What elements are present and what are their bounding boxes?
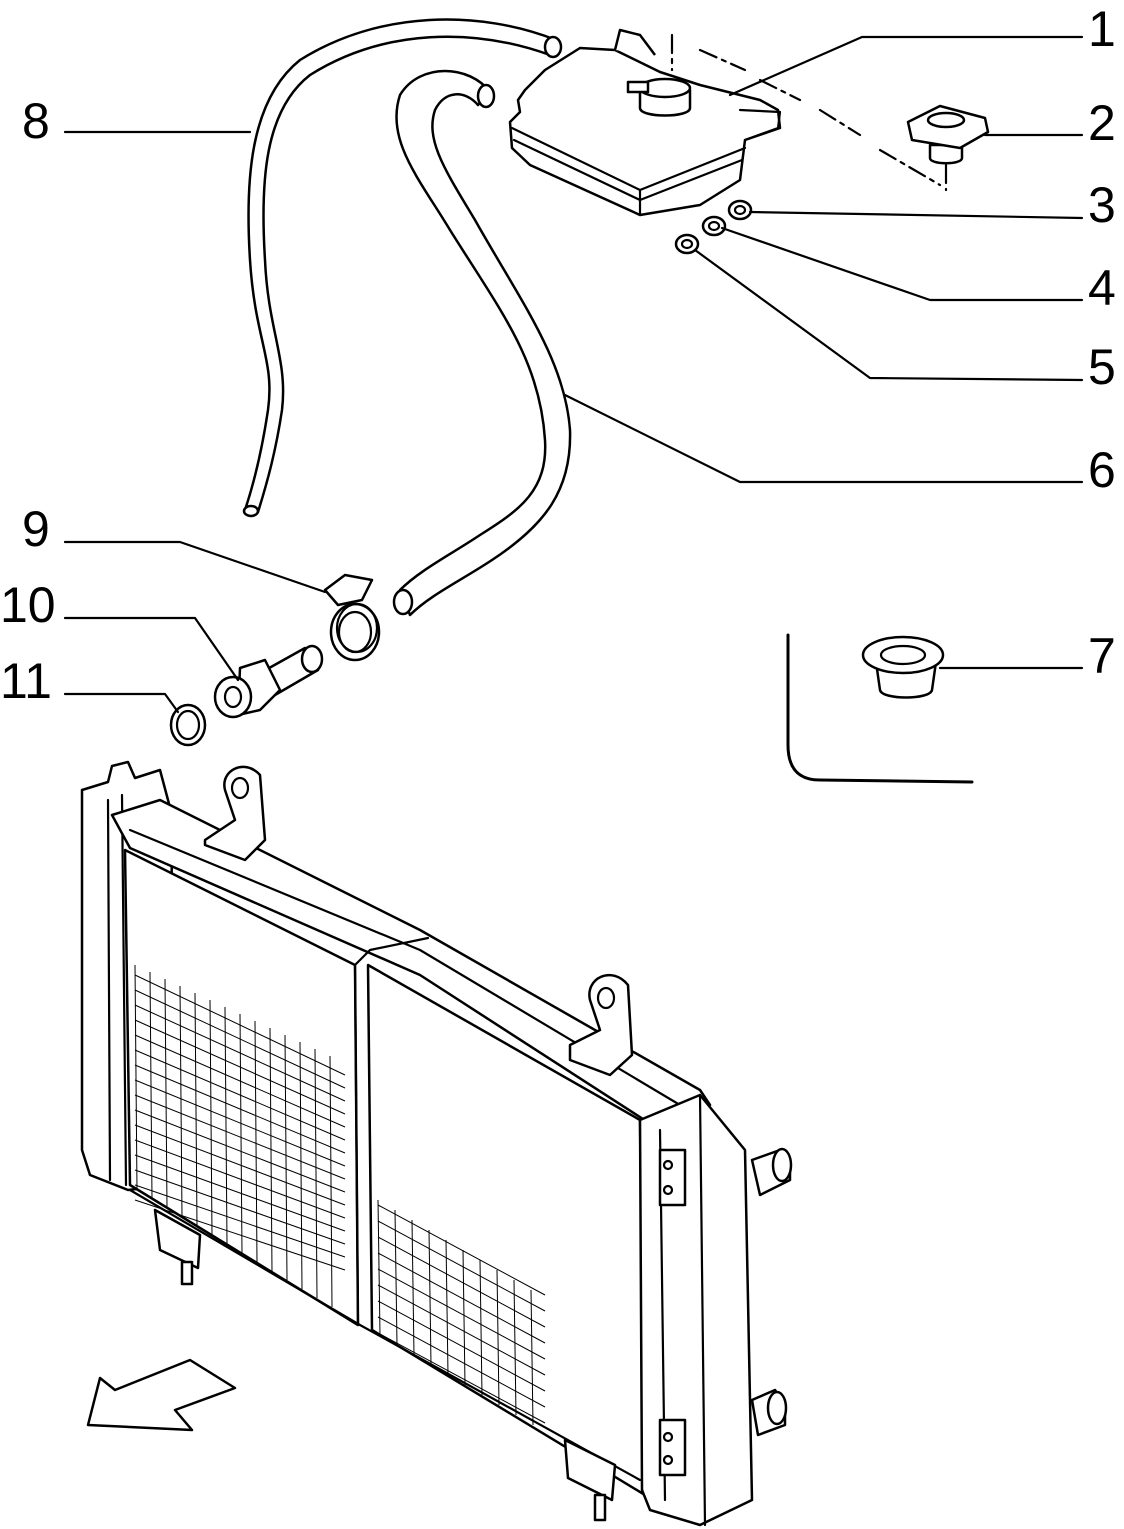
fin-line <box>377 1252 546 1344</box>
fin-line <box>134 1064 346 1154</box>
callout-6: 6 <box>1088 442 1116 498</box>
callout-4: 4 <box>1088 260 1116 316</box>
expansion-tank <box>508 28 782 217</box>
fin-line <box>179 985 183 1218</box>
fin-line <box>377 1284 546 1376</box>
callout-5: 5 <box>1088 339 1116 395</box>
washer-4 <box>701 215 727 237</box>
fin-line <box>134 1019 346 1115</box>
leader-4 <box>720 226 1084 302</box>
fin-line <box>377 1332 546 1424</box>
fin-line <box>377 1268 546 1360</box>
fin-line <box>194 992 198 1227</box>
fin-line <box>164 978 168 1209</box>
fin-line <box>134 1109 346 1193</box>
leader-6 <box>563 393 1084 484</box>
fin-line <box>134 1169 346 1245</box>
o-ring-11 <box>169 703 207 747</box>
bracket-outline-7 <box>786 633 974 784</box>
direction-arrow <box>86 1358 237 1432</box>
fin-line <box>377 1300 546 1392</box>
callout-10: 10 <box>0 577 56 633</box>
fin-line <box>134 1139 346 1219</box>
fin-line <box>134 989 346 1089</box>
fin-line <box>377 1316 546 1408</box>
fin-line <box>377 1204 546 1296</box>
fin-line <box>134 1199 346 1271</box>
leader-5 <box>693 248 1084 382</box>
fin-line <box>134 964 138 1191</box>
callout-numbers: 1 2 3 4 5 6 7 8 9 10 11 <box>0 1 1116 709</box>
fin-line <box>299 1041 303 1290</box>
fin-line <box>134 1184 346 1258</box>
fin-line <box>134 1154 346 1232</box>
fin-line <box>239 1013 243 1254</box>
callout-1: 1 <box>1088 1 1116 57</box>
fin-line <box>284 1034 288 1281</box>
fin-line <box>134 974 346 1076</box>
fin-line <box>513 1279 517 1416</box>
pressure-cap <box>906 104 990 165</box>
fin-line <box>134 1034 346 1128</box>
fin-line <box>134 1049 346 1141</box>
fin-line <box>377 1199 381 1336</box>
hose-8 <box>242 18 563 518</box>
fin-line <box>377 1220 546 1312</box>
fin-line <box>134 1004 346 1102</box>
hose-clamp-9 <box>323 573 381 662</box>
callout-11: 11 <box>0 653 52 709</box>
leader-3 <box>748 210 1084 220</box>
leader-10 <box>63 616 240 682</box>
callout-7: 7 <box>1088 628 1116 684</box>
callout-3: 3 <box>1088 177 1116 233</box>
radiator-fin-grid <box>134 964 546 1426</box>
fin-line <box>134 1124 346 1206</box>
callout-2: 2 <box>1088 95 1116 151</box>
callout-8: 8 <box>22 93 50 149</box>
fin-line <box>530 1289 534 1426</box>
leader-lines <box>63 35 1084 714</box>
leader-9 <box>63 540 327 594</box>
fin-line <box>445 1239 449 1376</box>
nut-3 <box>727 199 753 221</box>
fin-line <box>134 1094 346 1180</box>
nut-5 <box>674 233 700 255</box>
callout-9: 9 <box>22 501 50 557</box>
hose-fitting-10 <box>213 644 324 719</box>
leader-1 <box>728 35 1084 97</box>
grommet-7 <box>861 635 945 699</box>
hose-6 <box>392 69 572 617</box>
fin-line <box>377 1236 546 1328</box>
fin-line <box>394 1209 398 1346</box>
fin-line <box>314 1048 318 1299</box>
fin-line <box>462 1249 466 1386</box>
fin-line <box>134 1079 346 1167</box>
radiator <box>80 760 793 1527</box>
leader-11 <box>63 692 180 714</box>
fin-line <box>254 1020 258 1263</box>
